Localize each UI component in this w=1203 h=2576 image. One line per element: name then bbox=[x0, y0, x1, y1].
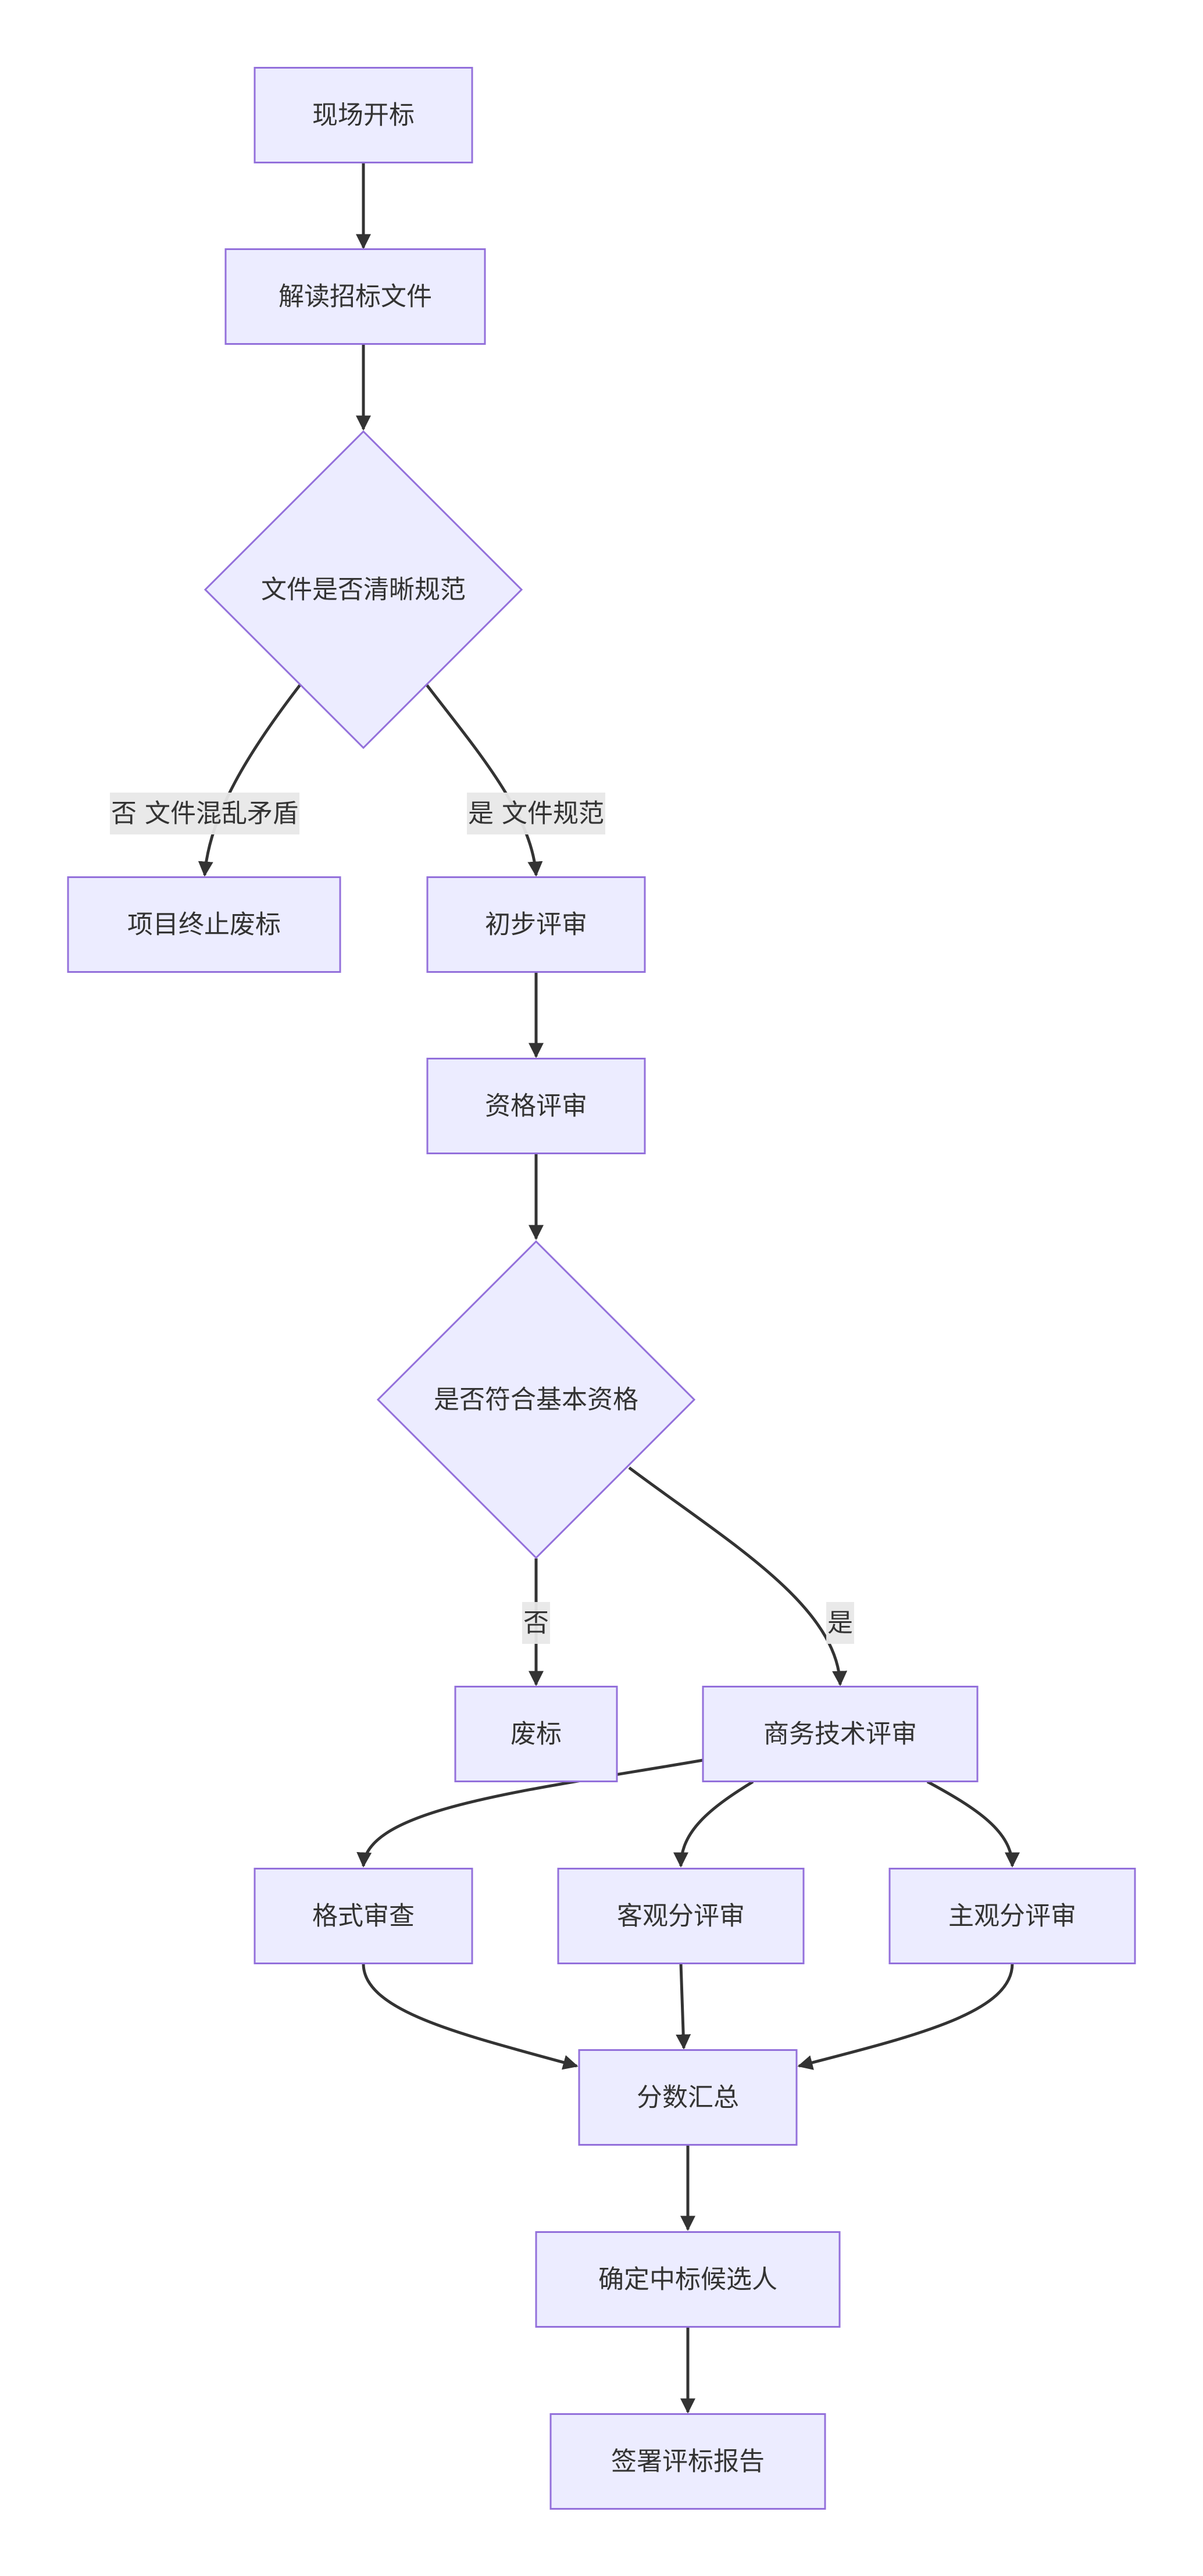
edge-C-to-D bbox=[198, 684, 301, 877]
node-label: 项目终止废标 bbox=[127, 910, 281, 940]
node-label: 格式审查 bbox=[312, 1901, 415, 1931]
edge-label-text: 是 bbox=[827, 1608, 853, 1638]
edge-label: 是 bbox=[826, 1602, 854, 1644]
node-label: 文件是否清晰规范 bbox=[261, 575, 466, 605]
node-label: 签署评标报告 bbox=[611, 2447, 765, 2477]
decision-diamond bbox=[204, 430, 523, 750]
edge-label-background bbox=[110, 793, 299, 834]
node-label: 现场开标 bbox=[312, 101, 415, 130]
edge-label: 是 文件规范 bbox=[467, 793, 605, 834]
process-box bbox=[254, 1868, 473, 1964]
edge-C-to-E bbox=[426, 684, 543, 877]
edge-L-to-M bbox=[797, 1963, 1014, 2070]
node-G[interactable]: 是否符合基本资格 bbox=[376, 1240, 696, 1560]
node-label: 确定中标候选人 bbox=[598, 2265, 777, 2295]
process-box bbox=[702, 1686, 979, 1782]
process-box bbox=[557, 1868, 805, 1964]
edge-label-background bbox=[826, 1602, 854, 1644]
node-label: 是否符合基本资格 bbox=[434, 1385, 638, 1415]
node-label: 初步评审 bbox=[485, 910, 587, 940]
process-box bbox=[578, 2049, 798, 2146]
node-label: 资格评审 bbox=[485, 1091, 587, 1121]
edges-layer bbox=[198, 163, 1020, 2414]
edge-G-to-I bbox=[628, 1466, 848, 1686]
node-F[interactable]: 资格评审 bbox=[426, 1058, 646, 1154]
node-B[interactable]: 解读招标文件 bbox=[224, 248, 486, 345]
edge-label-text: 否 bbox=[523, 1608, 549, 1638]
node-J[interactable]: 格式审查 bbox=[254, 1868, 473, 1964]
node-O[interactable]: 签署评标报告 bbox=[549, 2413, 826, 2510]
node-label: 客观分评审 bbox=[617, 1901, 745, 1931]
process-box bbox=[224, 248, 486, 345]
node-A[interactable]: 现场开标 bbox=[254, 67, 473, 163]
process-box bbox=[888, 1868, 1136, 1964]
node-label: 解读招标文件 bbox=[279, 282, 432, 312]
edge-I-to-L bbox=[926, 1780, 1020, 1868]
node-N[interactable]: 确定中标候选人 bbox=[535, 2231, 841, 2328]
edge-I-to-J bbox=[356, 1758, 704, 1868]
edge-label-background bbox=[467, 793, 605, 834]
node-L[interactable]: 主观分评审 bbox=[888, 1868, 1136, 1964]
node-E[interactable]: 初步评审 bbox=[426, 876, 646, 973]
edge-label: 否 bbox=[522, 1602, 550, 1644]
edge-I-to-K bbox=[673, 1780, 754, 1868]
node-C[interactable]: 文件是否清晰规范 bbox=[204, 430, 523, 750]
edge-J-to-M bbox=[362, 1963, 579, 2070]
process-box bbox=[426, 876, 646, 973]
process-box bbox=[454, 1686, 618, 1782]
process-box bbox=[549, 2413, 826, 2510]
node-K[interactable]: 客观分评审 bbox=[557, 1868, 805, 1964]
node-label: 废标 bbox=[511, 1719, 562, 1749]
process-box bbox=[426, 1058, 646, 1154]
edge-label: 否 文件混乱矛盾 bbox=[110, 793, 299, 834]
node-label: 主观分评审 bbox=[948, 1901, 1076, 1931]
node-I[interactable]: 商务技术评审 bbox=[702, 1686, 979, 1782]
node-label: 分数汇总 bbox=[637, 2083, 739, 2113]
process-box bbox=[254, 67, 473, 163]
process-box bbox=[535, 2231, 841, 2328]
decision-diamond bbox=[376, 1240, 696, 1560]
process-box bbox=[67, 876, 341, 973]
node-label: 商务技术评审 bbox=[763, 1719, 917, 1749]
edge-label-text: 否 文件混乱矛盾 bbox=[111, 799, 298, 829]
edge-K-to-M bbox=[676, 1963, 691, 2050]
node-M[interactable]: 分数汇总 bbox=[578, 2049, 798, 2146]
node-D[interactable]: 项目终止废标 bbox=[67, 876, 341, 973]
node-H[interactable]: 废标 bbox=[454, 1686, 618, 1782]
edge-label-text: 是 文件规范 bbox=[468, 799, 604, 829]
edge-label-background bbox=[522, 1602, 550, 1644]
